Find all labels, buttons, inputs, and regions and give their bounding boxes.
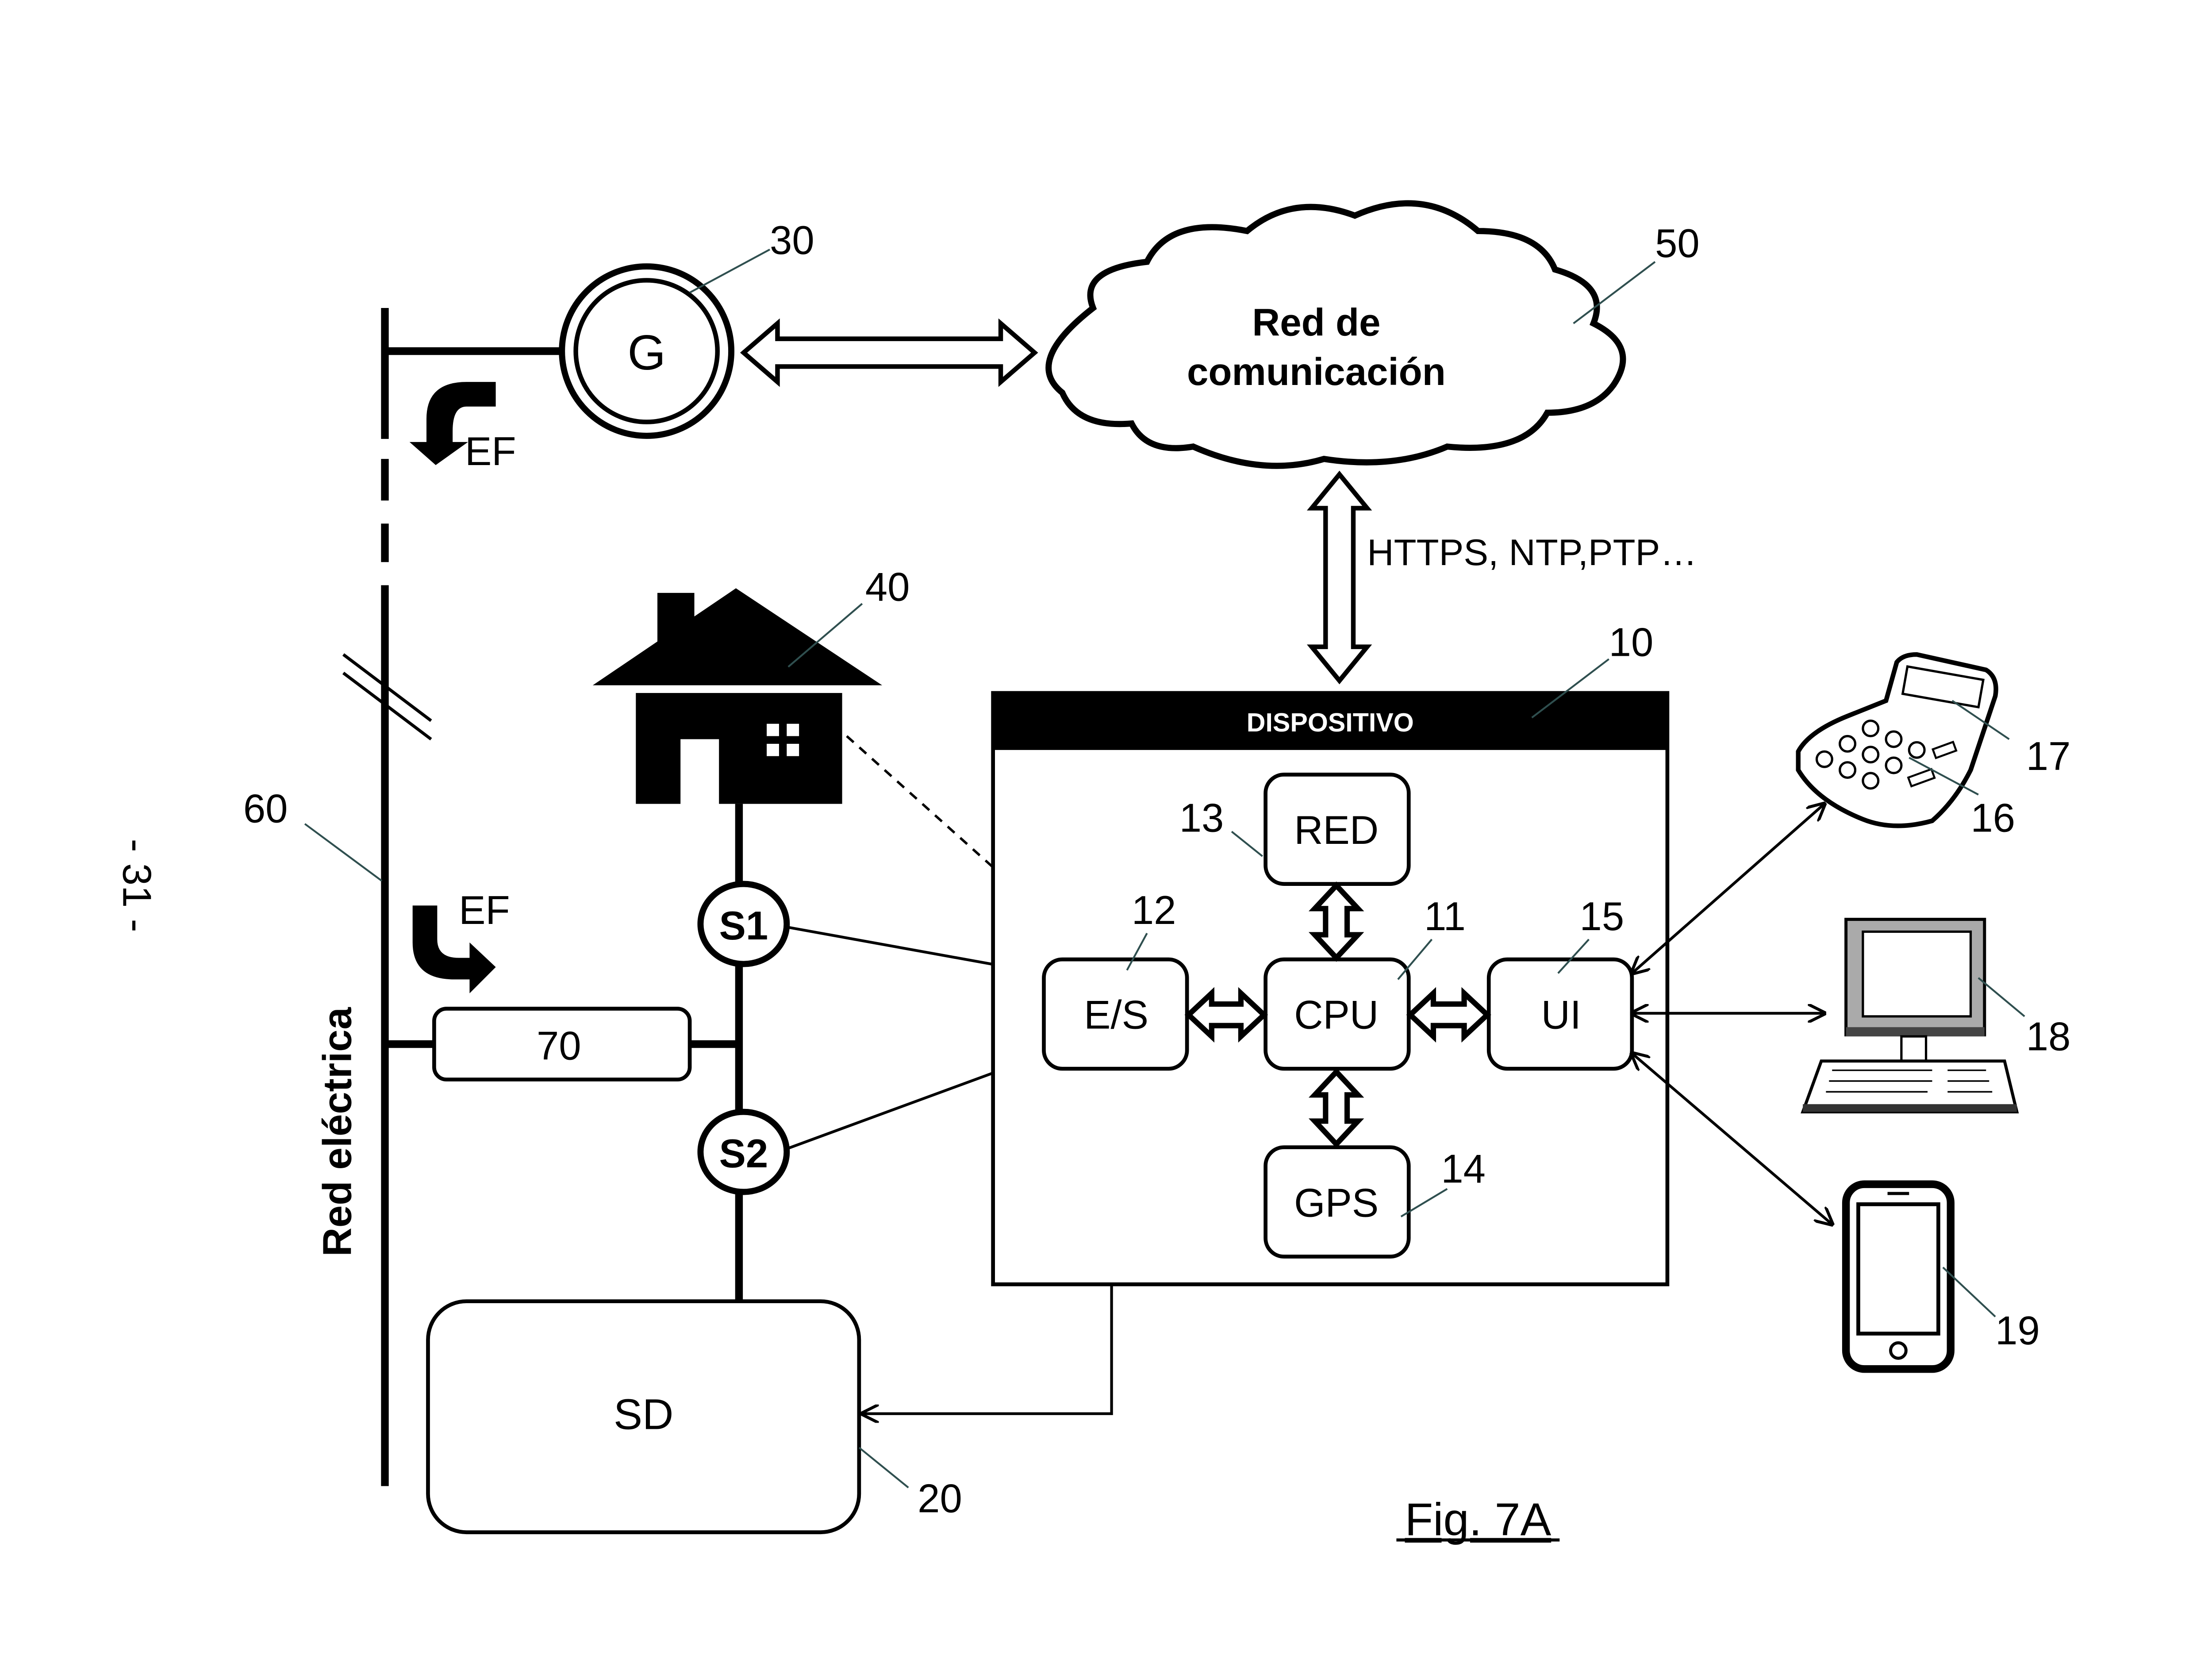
protocols-label: HTTPS, NTP,PTP… <box>1367 531 1697 573</box>
module-cpu-label: CPU <box>1294 993 1379 1038</box>
generator-leader <box>689 248 771 294</box>
energy-flow-label-top: EF <box>465 429 516 474</box>
sensor-s1-label: S1 <box>719 904 768 948</box>
phone-leader <box>1942 1266 1996 1318</box>
cloud-title-line2: comunicación <box>1187 350 1446 393</box>
cloud-title-line1: Red de <box>1252 301 1380 344</box>
house-icon <box>592 588 883 809</box>
module-net-label: RED <box>1294 808 1379 853</box>
storage-label: SD <box>614 1390 673 1439</box>
module-io-leader <box>1126 932 1148 971</box>
sensor-s2-label: S2 <box>719 1131 768 1176</box>
energy-flow-arrow-mid <box>412 905 496 993</box>
generator: G <box>559 263 734 439</box>
module-cpu-leader <box>1397 939 1433 980</box>
energy-flow-label-mid: EF <box>459 888 510 933</box>
storage-leader <box>858 1447 909 1489</box>
generator-symbol: G <box>627 325 666 380</box>
cpu-ui-arrow <box>1406 987 1491 1043</box>
module-ui-ref: 15 <box>1580 894 1624 939</box>
house-ref: 40 <box>865 565 910 609</box>
device-ref: 10 <box>1609 620 1654 665</box>
house-leader <box>787 603 863 668</box>
device-title: DISPOSITIVO <box>1247 708 1414 737</box>
computer-leader <box>1978 977 2025 1017</box>
module-io-label: E/S <box>1084 993 1148 1038</box>
element-70-label: 70 <box>537 1024 581 1068</box>
module-io-ref: 12 <box>1132 888 1176 933</box>
calculator-key-ref: 16 <box>1970 796 2015 840</box>
module-cpu-ref: 11 <box>1424 894 1466 939</box>
io-cpu-arrow <box>1184 987 1268 1043</box>
module-net-leader <box>1231 831 1263 857</box>
module-gps-label: GPS <box>1294 1181 1379 1225</box>
computer-ref: 18 <box>2026 1014 2071 1059</box>
storage-sd-box <box>426 1299 861 1535</box>
ui-calculator-link <box>1632 804 1824 974</box>
electrical-grid-line <box>342 308 562 1486</box>
sensor-s2: S2 <box>697 1108 790 1195</box>
cloud-ref: 50 <box>1655 221 1700 266</box>
calculator-icon <box>1796 652 1998 828</box>
figure-caption: Fig. 7A <box>1405 1494 1551 1546</box>
generator-ref: 30 <box>770 218 814 263</box>
cloud-device-arrow <box>1307 470 1372 685</box>
sensor-s1: S1 <box>697 881 790 967</box>
grid-ref: 60 <box>243 786 288 831</box>
energy-flow-arrow-top <box>409 382 496 466</box>
module-ui-leader <box>1557 939 1590 974</box>
net-cpu-arrow <box>1308 881 1364 962</box>
phone-ref: 19 <box>1995 1308 2040 1353</box>
element-70-box <box>432 1007 692 1081</box>
module-net-ref: 13 <box>1179 796 1224 840</box>
communication-network-cloud: Red de comunicación <box>1045 200 1626 469</box>
cpu-gps-arrow <box>1308 1068 1364 1148</box>
calculator-display-ref: 17 <box>2026 734 2071 779</box>
module-gps-ref: 14 <box>1441 1147 1486 1192</box>
generator-cloud-arrow <box>740 318 1038 387</box>
device-leader <box>1531 658 1609 719</box>
calculator-display-leader <box>1951 700 2010 740</box>
grid-leader <box>304 823 383 882</box>
phone-icon <box>1842 1180 1955 1373</box>
storage-ref: 20 <box>918 1476 962 1521</box>
page-number: - 31 - <box>114 839 159 932</box>
calculator-key-leader <box>1909 757 1979 796</box>
computer-icon <box>1801 918 2019 1114</box>
cloud-leader <box>1573 261 1656 324</box>
module-gps-leader <box>1400 1188 1448 1218</box>
ui-phone-link <box>1632 1053 1832 1224</box>
module-ui-label: UI <box>1541 993 1581 1038</box>
grid-label: Red eléctrica <box>315 1007 360 1257</box>
